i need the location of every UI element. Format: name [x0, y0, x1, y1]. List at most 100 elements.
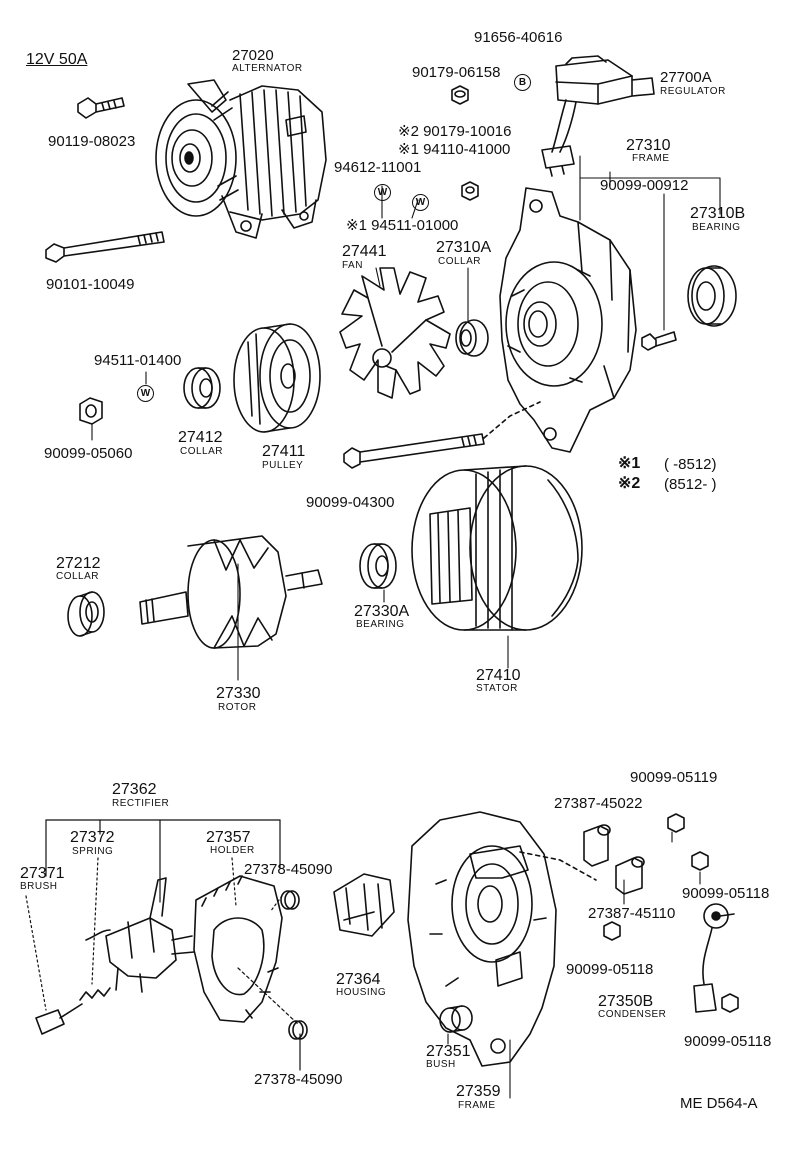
pulley-drawing	[233, 323, 321, 433]
part-no-27310: 27310	[626, 137, 671, 154]
stator-drawing	[411, 465, 583, 631]
w-mark-icon: W	[374, 184, 391, 201]
part-no-90099-05060: 90099-05060	[44, 445, 133, 462]
part-no-27700a: 27700A	[660, 69, 712, 86]
condenser-drawing	[693, 903, 735, 1013]
part-no-27372: 27372	[70, 829, 115, 846]
part-no-90099-05118-c: 90099-05118	[684, 1033, 772, 1050]
part-name-spring: SPRING	[72, 846, 114, 857]
w-mark-icon: W	[137, 385, 154, 402]
diagram-code: ME D564-A	[680, 1095, 758, 1112]
alternator-drawing	[155, 79, 327, 239]
part-no-27378-45090: 27378-45090	[244, 861, 333, 878]
bolt-90099-04300-drawing	[343, 401, 541, 469]
part-no-27351: 27351	[426, 1043, 471, 1060]
bush-drawing	[439, 1005, 473, 1033]
part-no-90099-04300: 90099-04300	[306, 494, 395, 511]
rectifier-leaders	[25, 819, 301, 1071]
part-no-27310b: 27310B	[690, 205, 746, 222]
part-no-94511-01400: 94511-01400	[94, 352, 182, 369]
part-no-90179-10016: ※2 90179-10016	[398, 123, 512, 140]
part-name-holder: HOLDER	[210, 845, 255, 856]
part-no-27212: 27212	[56, 555, 101, 572]
housing-drawing	[333, 873, 395, 937]
part-no-90179-06158: 90179-06158	[412, 64, 501, 81]
part-no-27020: 27020	[232, 47, 274, 64]
part-name-pulley: PULLEY	[262, 460, 304, 471]
part-no-90099-05118-a: 90099-05118	[682, 885, 770, 902]
part-no-27412: 27412	[178, 429, 223, 446]
part-no-27330a: 27330A	[354, 603, 410, 620]
collar-27212-drawing	[67, 591, 105, 637]
part-name-alternator: ALTERNATOR	[232, 63, 303, 74]
insulator-27378-drawing	[280, 890, 308, 1040]
spring-drawing	[79, 987, 111, 1001]
note-range-1: ( -8512)	[664, 456, 717, 473]
part-no-27357: 27357	[206, 829, 251, 846]
part-no-90119-08023: 90119-08023	[48, 133, 136, 150]
part-no-90099-05118-b: 90099-05118	[566, 961, 654, 978]
part-no-27411: 27411	[262, 443, 306, 460]
part-name-collar: COLLAR	[180, 446, 224, 457]
w-mark-icon: W	[412, 194, 429, 211]
b-mark-icon: B	[514, 74, 531, 91]
part-name-regulator: REGULATOR	[660, 86, 726, 97]
part-no-94110-41000: ※1 94110-41000	[398, 141, 511, 158]
bearing-rear-drawing	[359, 543, 397, 589]
part-name-condenser: CONDENSER	[598, 1009, 667, 1020]
nut-90179-06158-drawing	[451, 85, 469, 105]
part-no-27387-45022: 27387-45022	[554, 795, 643, 812]
part-no-90099-00912: 90099-00912	[600, 177, 689, 194]
part-name-bush: BUSH	[426, 1059, 456, 1070]
part-name-collar: COLLAR	[56, 571, 100, 582]
note-mark-2: ※2	[618, 475, 641, 492]
part-no-94511-01000: ※1 94511-01000	[346, 217, 459, 234]
brush-drawing	[35, 1003, 83, 1035]
holder-drawing	[193, 875, 283, 1023]
part-name-rotor: ROTOR	[218, 702, 257, 713]
regulator-drawing	[541, 55, 655, 177]
part-no-27359: 27359	[456, 1083, 501, 1100]
part-name-frame: FRAME	[458, 1100, 496, 1111]
fan-drawing	[339, 267, 451, 399]
part-name-frame: FRAME	[632, 153, 670, 164]
part-no-27362: 27362	[112, 781, 157, 798]
part-no-27387-45110: 27387-45110	[588, 905, 676, 922]
part-no-27371: 27371	[20, 865, 65, 882]
part-no-27330: 27330	[216, 685, 261, 702]
part-name-brush: BRUSH	[20, 881, 58, 892]
collar-27310a-drawing	[455, 319, 489, 357]
nut-90099-05060-drawing	[79, 397, 103, 425]
spec-label: 12V 50A	[26, 51, 88, 68]
label-leaders	[91, 155, 721, 1099]
part-no-27441: 27441	[342, 243, 387, 260]
part-no-27310a: 27310A	[436, 239, 492, 256]
note-range-2: (8512- )	[664, 476, 717, 493]
part-no-27364: 27364	[336, 971, 381, 988]
collar-27412-drawing	[183, 367, 221, 409]
bolt-90119-drawing	[77, 97, 125, 119]
rotor-drawing	[139, 535, 323, 649]
bolt-90101-drawing	[45, 231, 165, 263]
front-frame-drawing	[499, 187, 637, 453]
part-no-27378-45090-b: 27378-45090	[254, 1071, 343, 1088]
rear-frame-drawing	[407, 811, 597, 1067]
bearing-front-drawing	[687, 265, 737, 327]
part-name-bearing: BEARING	[692, 222, 741, 233]
part-name-fan: FAN	[342, 260, 363, 271]
part-name-stator: STATOR	[476, 683, 518, 694]
insulator-27387-drawing	[583, 824, 645, 895]
note-mark-1: ※1	[618, 455, 641, 472]
part-no-27350b: 27350B	[598, 993, 654, 1010]
part-no-94612-11001: 94612-11001	[334, 159, 422, 176]
part-no-90099-05119: 90099-05119	[630, 769, 718, 786]
part-name-rectifier: RECTIFIER	[112, 798, 170, 809]
part-no-91656-40616: 91656-40616	[474, 29, 563, 46]
part-no-90101-10049: 90101-10049	[46, 276, 135, 293]
part-no-27410: 27410	[476, 667, 521, 684]
nut-small-drawing	[461, 181, 479, 201]
nuts-90099-051xx-drawing	[603, 813, 739, 1013]
rectifier-drawing	[85, 877, 195, 993]
